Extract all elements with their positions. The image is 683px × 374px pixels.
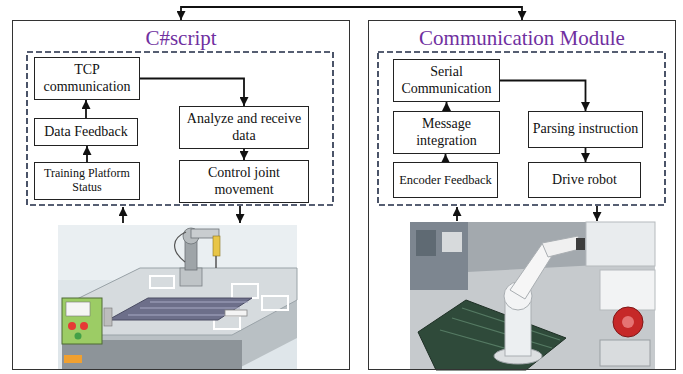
process-box: Drive robot [528, 162, 641, 198]
platform-render [58, 225, 297, 370]
box-label: TCP communication [38, 62, 136, 94]
box-label: Message integration [397, 116, 496, 148]
io-arrow [596, 206, 598, 221]
flow-arrow [585, 148, 587, 162]
process-box: Parsing instruction [528, 111, 643, 148]
box-label: Data Feedback [44, 124, 128, 140]
box-label: Encoder Feedback [399, 173, 492, 187]
robot-photo [410, 222, 655, 370]
io-arrow [122, 207, 124, 223]
box-label: Training Platform Status [38, 167, 136, 195]
flow-arrow [500, 81, 586, 112]
process-box: Training Platform Status [34, 162, 140, 200]
box-label: Drive robot [552, 172, 617, 188]
box-label: Parsing instruction [533, 121, 638, 137]
panel-title: C#script [13, 26, 349, 50]
box-label: Serial Communication [397, 64, 496, 96]
flow-arrow [85, 100, 87, 118]
flow-arrow [181, 7, 522, 20]
flow-arrow [140, 79, 244, 107]
dashed-group [27, 52, 333, 205]
flow-arrow [243, 149, 245, 160]
process-box: Data Feedback [34, 118, 138, 146]
dashed-group [378, 52, 665, 205]
flow-arrow [86, 146, 88, 162]
panel-title: Communication Module [369, 26, 675, 50]
process-box: TCP communication [34, 57, 140, 100]
io-arrow [456, 207, 458, 221]
box-label: Control joint movement [183, 165, 305, 197]
panel-box: Communication ModuleSerial Communication… [368, 20, 676, 370]
flow-arrow [445, 154, 447, 162]
process-box: Analyze and receive data [179, 106, 309, 149]
box-label: Analyze and receive data [183, 111, 305, 143]
process-box: Control joint movement [179, 160, 309, 203]
process-box: Encoder Feedback [393, 162, 498, 198]
process-box: Serial Communication [393, 59, 500, 102]
panel-box: C#scriptTCP communicationData FeedbackTr… [12, 20, 350, 370]
flow-arrow [446, 102, 448, 111]
io-arrow [239, 206, 241, 223]
process-box: Message integration [393, 111, 500, 154]
